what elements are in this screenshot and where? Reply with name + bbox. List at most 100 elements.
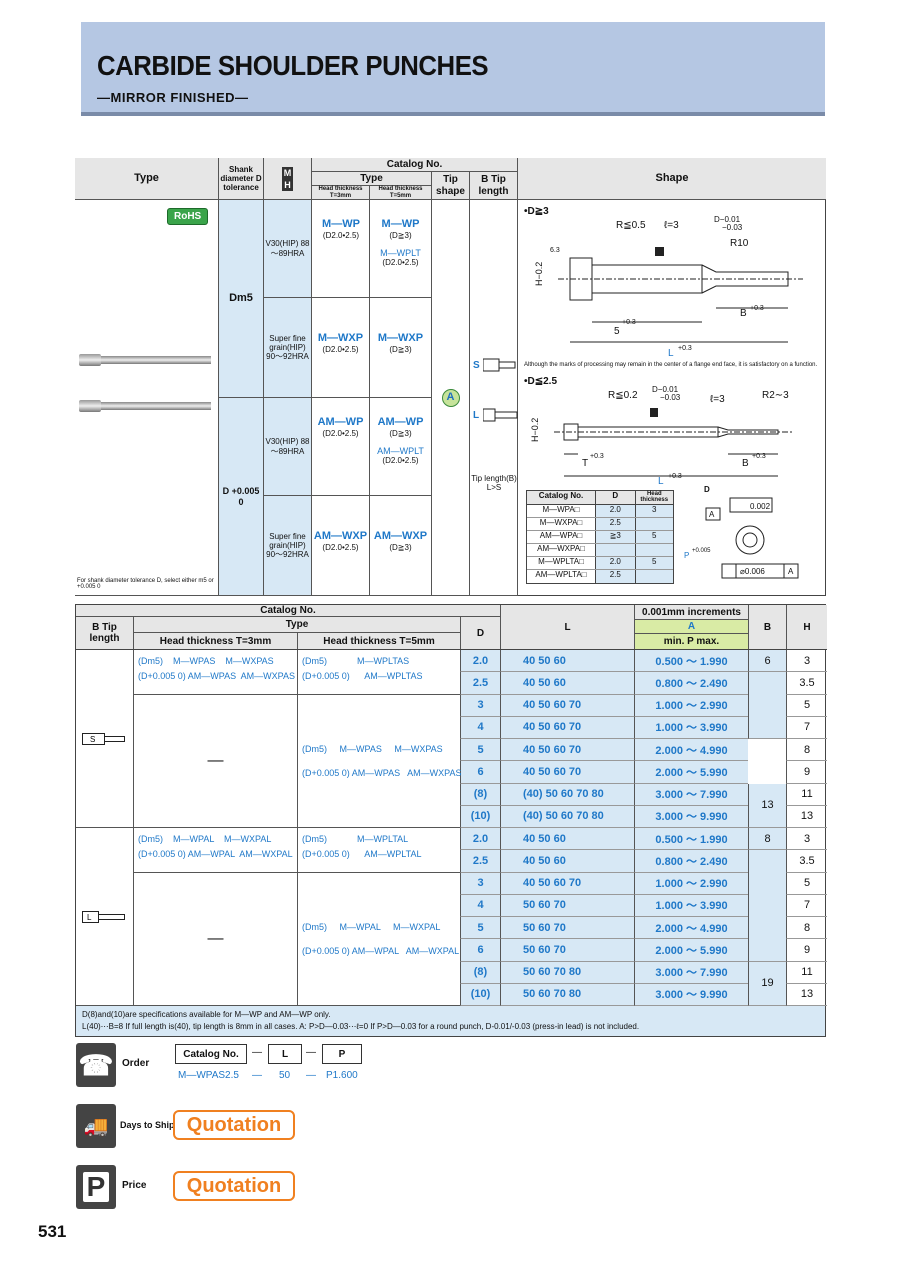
shape-d25-label: •D≦2.5 — [524, 376, 558, 387]
cell-h: 11 — [786, 783, 827, 806]
cell-b: 19 — [748, 961, 786, 1006]
t2-header-inc: 0.001mm increments — [634, 605, 748, 620]
cell-l: 40 50 60 70 — [500, 716, 634, 739]
header-b: B Tip length — [470, 172, 518, 200]
mini-table-cell: 2.5 — [596, 518, 636, 530]
order-catalog-box: Catalog No. — [175, 1044, 247, 1064]
cell-d: 3 — [460, 694, 500, 717]
order-dash-2: — — [306, 1047, 316, 1058]
svg-text:H−0.2: H−0.2 — [534, 262, 544, 286]
svg-text:D−0.01: D−0.01 — [652, 385, 679, 394]
mini-table-cell — [635, 518, 674, 530]
section-view: A 0.002 D ⌀0.006 A P+0.005 — [684, 485, 799, 579]
cell-l: 40 50 60 70 — [500, 872, 634, 895]
cell-p-range: 0.500 ～ 1.990 — [634, 650, 748, 673]
cell-l: 50 60 70 — [500, 894, 634, 917]
tip-length-cell — [470, 200, 518, 596]
cell-h: 7 — [786, 894, 827, 917]
cell-p-range: 3.000 ～ 9.990 — [634, 983, 748, 1006]
mini-table-cell: 2.0 — [596, 505, 636, 517]
t2-header-h: H — [786, 605, 827, 649]
cell-h: 3.5 — [786, 850, 827, 873]
mini-table-cell — [596, 544, 636, 556]
header-t3: Head thickness T=3mm — [312, 186, 370, 200]
svg-text:A: A — [788, 567, 794, 576]
cell-h: 5 — [786, 872, 827, 895]
tip-l-icon-2: L — [81, 910, 125, 923]
cat-r4-t3: AM—WXP(D2.0•2.5) — [312, 496, 370, 596]
l-top-t5: (Dm5) M—WPLTAL(D+0.005 0) AM—WPLTAL — [298, 828, 460, 873]
cell-d: (8) — [460, 961, 500, 984]
material-2: Super fine grain(HIP) 90～92HRA — [264, 298, 312, 398]
ship-label: Days to Ship — [120, 1120, 175, 1130]
cell-l: 50 60 70 — [500, 939, 634, 962]
t2-header-catalog: Catalog No. — [76, 605, 500, 617]
cell-d: 2.0 — [460, 650, 500, 673]
shank-dm5: Dm5 — [219, 200, 264, 398]
cell-h: 9 — [786, 939, 827, 962]
cell-l: 40 50 60 — [500, 650, 634, 673]
t2-header-t3: Head thickness T=3mm — [134, 633, 298, 649]
cell-l: 40 50 60 70 — [500, 739, 634, 762]
svg-text:−0.03: −0.03 — [722, 223, 743, 232]
cell-p-range: 0.800 ～ 2.490 — [634, 672, 748, 695]
cell-p-range: 1.000 ～ 2.990 — [634, 694, 748, 717]
cell-h: 5 — [786, 694, 827, 717]
l-top-t3: (Dm5) M—WPAL M—WXPAL(D+0.005 0) AM—WPAL … — [134, 828, 298, 873]
tip-s-icon — [482, 358, 517, 377]
cell-p-range: 2.000 ～ 5.990 — [634, 761, 748, 784]
s-top-t3: (Dm5) M—WPAS M—WXPAS(D+0.005 0) AM—WPAS … — [134, 650, 298, 695]
tip-s-icon-2: S — [81, 732, 125, 745]
svg-text:+0.3: +0.3 — [750, 305, 764, 312]
cell-p-range: 0.500 ～ 1.990 — [634, 828, 748, 851]
l-mid-t3: — — [134, 873, 298, 1006]
svg-text:0.002: 0.002 — [750, 502, 771, 511]
cell-l: (40) 50 60 70 80 — [500, 805, 634, 828]
s-mid-t5: (Dm5) M—WPAS M—WXPAS(D+0.005 0) AM—WPAS … — [298, 695, 461, 828]
cell-p-range: 2.000 ～ 4.990 — [634, 739, 748, 762]
cell-d: 6 — [460, 761, 500, 784]
svg-text:R10: R10 — [730, 238, 749, 249]
truck-icon: 🚚 — [76, 1104, 116, 1148]
tip-s-cell: S — [76, 650, 134, 828]
cell-b — [748, 672, 786, 739]
cell-d: 6 — [460, 939, 500, 962]
mini-table-cell: AM—WPA□ — [527, 531, 597, 543]
header-catalog: Catalog No. — [312, 158, 518, 172]
cell-l: 40 50 60 — [500, 850, 634, 873]
cat-r1-t3: M—WP(D2.0•2.5) — [312, 200, 370, 298]
shank-note: For shank diameter tolerance D, select e… — [77, 578, 214, 590]
tip-l-cell: L — [76, 828, 134, 1006]
svg-text:⌀0.006: ⌀0.006 — [740, 567, 765, 576]
svg-text:−0.03: −0.03 — [660, 393, 681, 402]
cell-d: 3 — [460, 872, 500, 895]
tip-shape-cell: A — [432, 200, 470, 596]
cell-l: 50 60 70 80 — [500, 961, 634, 984]
cell-h: 7 — [786, 716, 827, 739]
tip-l-label: L — [473, 410, 480, 421]
order-example-dash2: — — [306, 1070, 316, 1081]
svg-text:5: 5 — [614, 326, 620, 337]
mini-table-cell: M—WXPA□ — [527, 518, 597, 530]
svg-text:L: L — [87, 913, 92, 922]
product-photo-cell — [75, 200, 219, 596]
mini-table-cell: 5 — [635, 531, 674, 543]
cell-p-range: 0.800 ～ 2.490 — [634, 850, 748, 873]
mini-table-cell: 2.5 — [596, 570, 636, 583]
tip-a-badge: A — [441, 388, 460, 407]
cell-p-range: 1.000 ～ 3.990 — [634, 894, 748, 917]
page-number: 531 — [38, 1222, 67, 1241]
cell-d: 2.0 — [460, 828, 500, 851]
svg-text:T: T — [582, 458, 588, 469]
punch-image-1 — [79, 354, 211, 366]
cell-p-range: 2.000 ～ 5.990 — [634, 939, 748, 962]
note-2: L(40)⋯B=8 If full length is(40), tip len… — [82, 1022, 640, 1031]
cell-l: 40 50 60 — [500, 828, 634, 851]
tip-l-icon — [482, 408, 519, 427]
mini-table-cell: 3 — [635, 505, 674, 517]
ship-quotation: Quotation — [173, 1110, 295, 1140]
cell-b — [748, 850, 786, 962]
cell-d: 5 — [460, 739, 500, 762]
